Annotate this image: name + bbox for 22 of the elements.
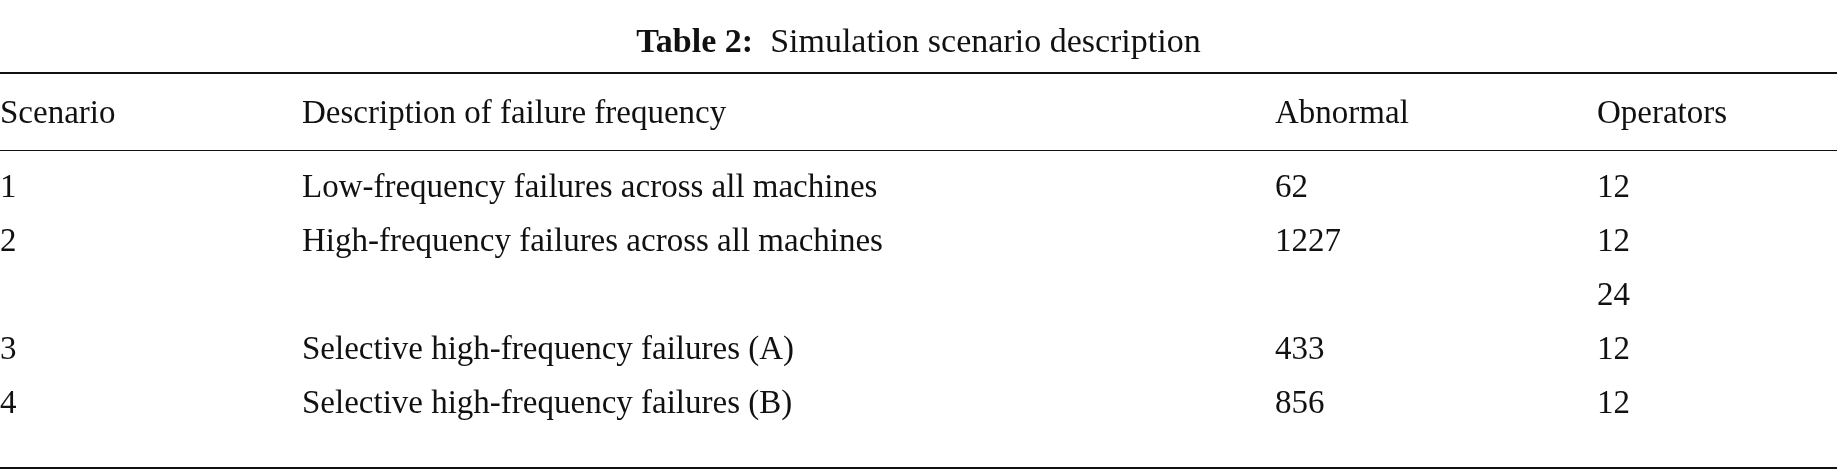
column-header: Abnormal: [1275, 96, 1409, 129]
table-entry: Selective high-frequency failures (A): [302, 332, 795, 365]
table-entry: 1: [0, 170, 17, 203]
table-entry: 856: [1275, 386, 1325, 419]
table-entry: 24: [1597, 278, 1630, 311]
table-entry: 3: [0, 332, 17, 365]
table-entry: Low-frequency failures across all machines: [302, 170, 878, 203]
column-header: Scenario: [0, 96, 116, 129]
table-entry: 433: [1275, 332, 1325, 365]
table-entry: 12: [1597, 386, 1630, 419]
table-entry: 1227: [1275, 224, 1341, 257]
table-entry: 12: [1597, 170, 1630, 203]
table-entry: 2: [0, 224, 17, 257]
column-header: Operators: [1597, 96, 1728, 129]
table-entry: 12: [1597, 332, 1630, 365]
table-entry: High-frequency failures across all machines: [302, 224, 883, 257]
table-entry: 12: [1597, 224, 1630, 257]
table-title: Table 2: Simulation scenario description: [636, 22, 1201, 59]
table-entry: Selective high-frequency failures (B): [302, 386, 793, 419]
table-entry: 62: [1275, 170, 1308, 203]
table-entry: 4: [0, 386, 17, 419]
column-header: Description of failure frequency: [302, 96, 727, 129]
